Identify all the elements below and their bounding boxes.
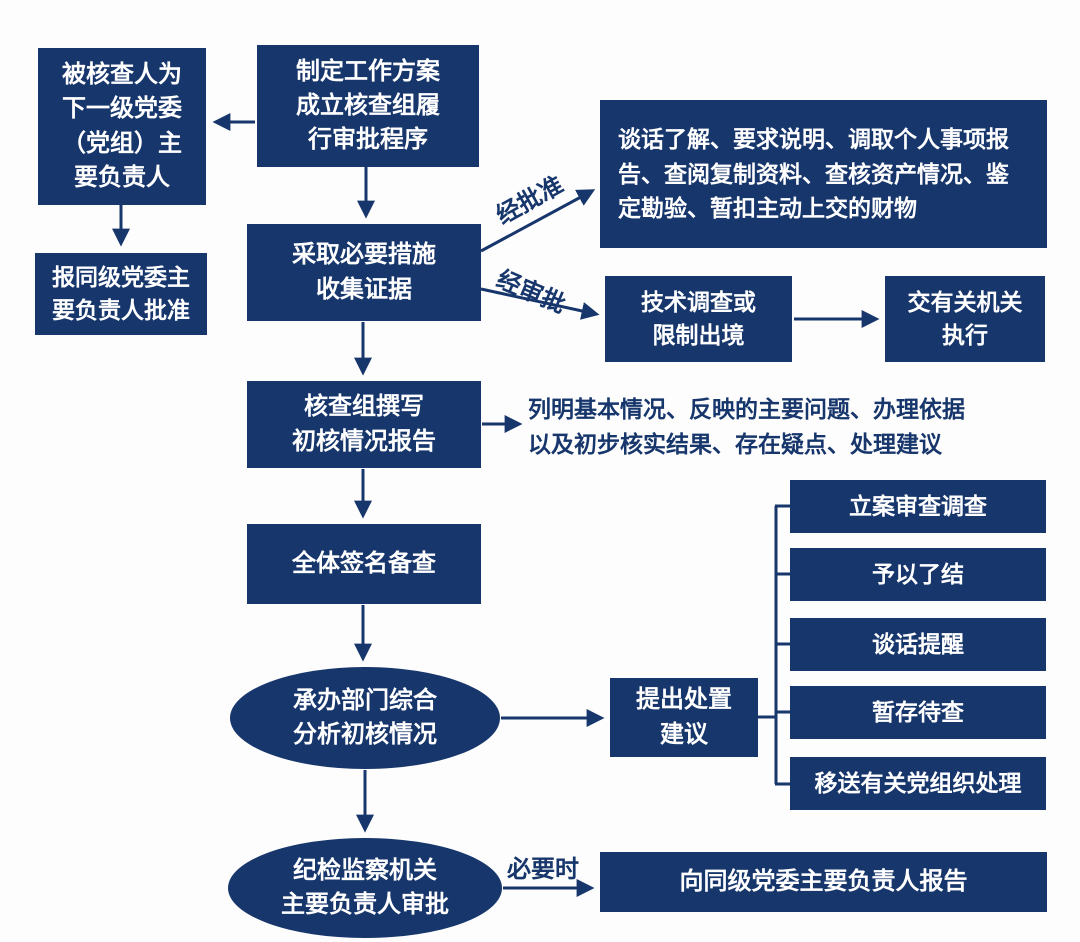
node-propose-disposal: 提出处置 建议 (610, 678, 758, 757)
edge-label-approved: 经批准 (491, 171, 568, 230)
node-handover-execution: 交有关机关 执行 (885, 276, 1045, 362)
node-work-plan: 制定工作方案 成立核查组履 行审批程序 (257, 45, 479, 167)
node-option-file-case: 立案审查调查 (790, 480, 1046, 533)
node-dept-analysis: 承办部门综合 分析初核情况 (230, 667, 500, 769)
text-report-content: 列明基本情况、反映的主要问题、办理依据 以及初步核实结果、存在疑点、处理建议 (528, 396, 965, 457)
edge-label-reviewed: 经审批 (492, 265, 570, 319)
node-leader-approval: 纪检监察机关 主要负责人审批 (228, 838, 502, 938)
node-option-reminder: 谈话提醒 (790, 618, 1046, 671)
node-option-conclude: 予以了结 (790, 548, 1046, 601)
edge-label-when-necessary: 必要时 (507, 856, 579, 883)
node-peer-committee-approval: 报同级党委主 要负责人批准 (35, 253, 207, 335)
node-write-report: 核查组撰写 初核情况报告 (247, 381, 481, 468)
node-option-transfer: 移送有关党组织处理 (790, 757, 1046, 810)
node-option-hold: 暂存待查 (790, 686, 1046, 739)
node-tech-investigation: 技术调查或 限制出境 (605, 276, 792, 362)
node-target-person: 被核查人为 下一级党委 （党组）主 要负责人 (38, 48, 206, 205)
node-take-measures: 采取必要措施 收集证据 (247, 224, 481, 321)
node-approved-measures: 谈话了解、要求说明、调取个人事项报 告、查阅复制资料、查核资产情况、鉴 定勘验、… (600, 100, 1047, 248)
node-report-to-committee: 向同级党委主要负责人报告 (600, 852, 1047, 912)
node-sign-for-record: 全体签名备查 (247, 524, 481, 604)
